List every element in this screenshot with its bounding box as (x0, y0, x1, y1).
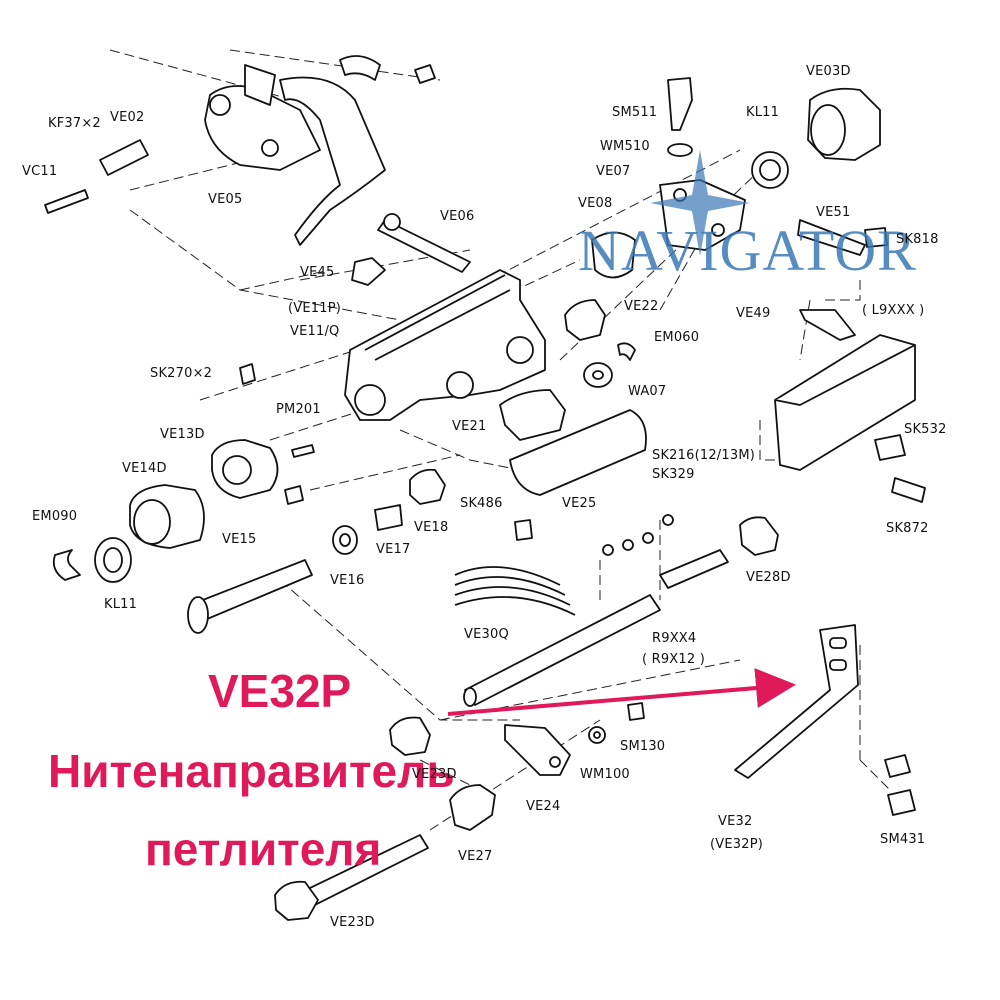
part-label-ve24: VE24 (526, 799, 561, 814)
part-label-ve08: VE08 (578, 196, 613, 211)
part-label-ve18: VE18 (414, 520, 449, 535)
part-label-ve06: VE06 (440, 209, 475, 224)
part-label-ve32p: (VE32P) (710, 837, 764, 852)
part-label-wm510: WM510 (600, 139, 650, 154)
part-label-sk329: SK329 (652, 467, 695, 482)
part-label-ve21: VE21 (452, 419, 487, 434)
part-label-ve05: VE05 (208, 192, 243, 207)
part-label-sm130: SM130 (620, 739, 666, 754)
part-label-r9xx4: R9XX4 (652, 631, 697, 646)
part-label-ve16: VE16 (330, 573, 365, 588)
part-label-ve27: VE27 (458, 849, 493, 864)
part-label-wm100: WM100 (580, 767, 630, 782)
part-label-ve23b: VE23D (412, 767, 457, 782)
part-label-ve14d: VE14D (122, 461, 167, 476)
part-label-ve45: VE45 (300, 265, 335, 280)
part-label-sk872: SK872 (886, 521, 929, 536)
part-label-ve02: VE02 (110, 110, 145, 125)
part-label-ve13d: VE13D (160, 427, 205, 442)
callout-line-2: петлителя (145, 823, 382, 875)
part-label-pm201: PM201 (276, 402, 321, 417)
part-label-em090: EM090 (32, 509, 78, 524)
part-label-kl11-left: KL11 (104, 597, 138, 612)
part-label-ve11q: VE11/Q (290, 324, 340, 339)
part-label-ve32: VE32 (718, 814, 753, 829)
part-label-wa07: WA07 (628, 384, 667, 399)
part-label-ve28d: VE28D (746, 570, 791, 585)
watermark-star-icon (650, 150, 750, 256)
part-label-kf37: KF37×2 (48, 116, 101, 131)
part-label-ve07: VE07 (596, 164, 631, 179)
part-label-sk532: SK532 (904, 422, 947, 437)
navigator-watermark: NAVIGATOR (578, 218, 917, 283)
part-label-ve22: VE22 (624, 299, 659, 314)
part-outlines (44, 55, 926, 921)
part-label-ve17: VE17 (376, 542, 411, 557)
part-label-sk216: SK216(12/13M) (652, 448, 756, 463)
part-label-ve49: VE49 (736, 306, 771, 321)
part-label-vc11: VC11 (22, 164, 58, 179)
part-label-l9xxx: ( L9XXX ) (862, 303, 925, 318)
part-label-sk818: SK818 (896, 232, 939, 247)
part-label-r9x12: ( R9X12 ) (642, 652, 705, 667)
part-label-ve03d: VE03D (806, 64, 851, 79)
part-label-sm511: SM511 (612, 105, 658, 120)
part-label-sk486: SK486 (460, 496, 503, 511)
part-label-em060: EM060 (654, 330, 700, 345)
part-label-ve25: VE25 (562, 496, 597, 511)
callout-line-1: Нитенаправитель (48, 745, 455, 797)
callout-code: VE32P (208, 665, 352, 717)
part-label-kl11-right: KL11 (746, 105, 780, 120)
part-label-ve51: VE51 (816, 205, 851, 220)
callout-arrow (447, 668, 796, 716)
part-label-ve23d: VE23D (330, 915, 375, 930)
part-label-sm431: SM431 (880, 832, 926, 847)
part-label-ve30q: VE30Q (464, 627, 509, 642)
part-label-ve11p: (VE11P) (288, 301, 342, 316)
part-label-ve15: VE15 (222, 532, 257, 547)
part-label-sk270: SK270×2 (150, 366, 213, 381)
